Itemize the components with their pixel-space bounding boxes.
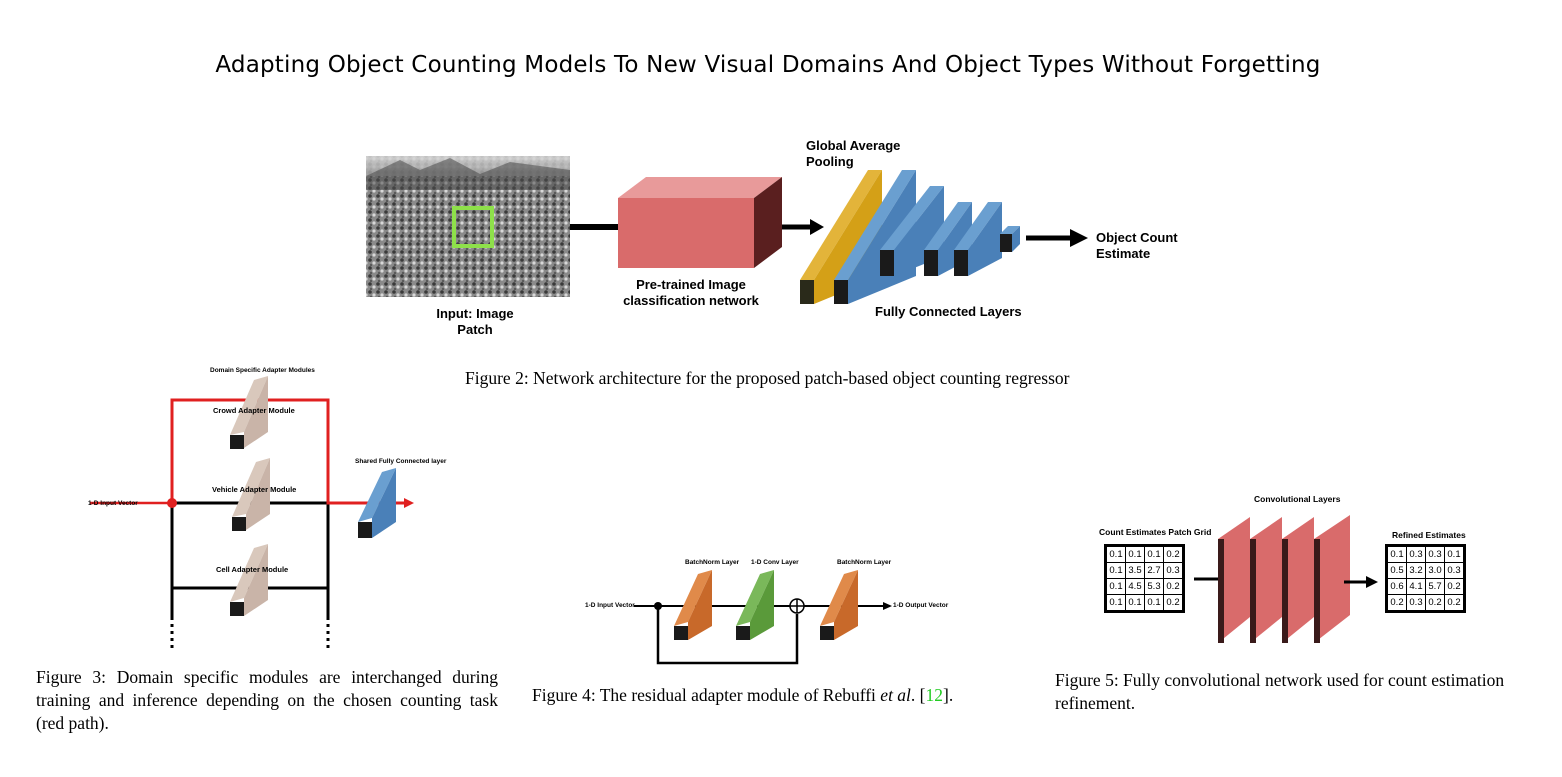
grid-cell: 3.2 bbox=[1406, 562, 1426, 579]
grid-cell: 0.1 bbox=[1106, 562, 1126, 579]
caption-italic: et al bbox=[880, 685, 911, 705]
adapter-modules-header: Domain Specific Adapter Modules bbox=[210, 367, 315, 374]
grid-cell: 0.1 bbox=[1144, 546, 1164, 563]
cell-adapter-block bbox=[230, 544, 268, 616]
fig4-batchnorm-label-2: BatchNorm Layer bbox=[837, 559, 892, 566]
figure-4-diagram bbox=[634, 570, 892, 665]
input-image-patch bbox=[366, 156, 570, 297]
grid-cell: 0.1 bbox=[1444, 546, 1464, 563]
grid-cell: 0.1 bbox=[1106, 546, 1126, 563]
gap-label: Global Average Pooling bbox=[806, 138, 901, 169]
conv-layer-1 bbox=[1218, 517, 1250, 643]
grid-cell: 0.2 bbox=[1163, 594, 1183, 611]
fc-label: Fully Connected Layers bbox=[875, 304, 1022, 319]
grid-cell: 0.2 bbox=[1444, 594, 1464, 611]
grid-cell: 0.3 bbox=[1425, 546, 1445, 563]
conv-layer-2 bbox=[1250, 517, 1282, 643]
grid-cell: 0.1 bbox=[1106, 578, 1126, 595]
grid-label: Count Estimates Patch Grid bbox=[1099, 527, 1212, 537]
page-title: Adapting Object Counting Models To New V… bbox=[215, 52, 1321, 78]
caption-text-end: ]. bbox=[943, 685, 954, 705]
caption-text-mid: . [ bbox=[910, 685, 926, 705]
pretrained-label: Pre-trained Image classification network bbox=[623, 277, 759, 308]
grid-cell: 0.2 bbox=[1163, 546, 1183, 563]
grid-cell: 0.2 bbox=[1163, 578, 1183, 595]
figure-5-conv-diagram bbox=[1194, 515, 1378, 643]
shared-fc-label: Shared Fully Connected layer bbox=[355, 458, 447, 465]
grid-cell: 0.3 bbox=[1163, 562, 1183, 579]
batchnorm-block-2 bbox=[820, 570, 858, 640]
figure-2-caption: Figure 2: Network architecture for the p… bbox=[465, 368, 1070, 388]
pretrained-network-block bbox=[618, 177, 782, 268]
grid-cell: 5.7 bbox=[1425, 578, 1445, 595]
grid-cell: 4.1 bbox=[1406, 578, 1426, 595]
conv-block bbox=[736, 570, 774, 640]
conv-layer-3 bbox=[1282, 517, 1314, 643]
fig4-batchnorm-label-1: BatchNorm Layer bbox=[685, 559, 740, 566]
vehicle-adapter-block bbox=[232, 458, 270, 531]
grid-cell: 0.3 bbox=[1406, 594, 1426, 611]
grid-cell: 2.7 bbox=[1144, 562, 1164, 579]
refined-label: Refined Estimates bbox=[1392, 530, 1466, 540]
cell-module-label: Cell Adapter Module bbox=[216, 565, 289, 574]
fig4-input-label: 1-D Input Vector bbox=[585, 602, 635, 609]
grid-cell: 0.2 bbox=[1444, 578, 1464, 595]
citation-link[interactable]: 12 bbox=[925, 685, 944, 705]
input-label: Input: Image Patch bbox=[436, 306, 514, 337]
grid-cell: 0.1 bbox=[1125, 546, 1145, 563]
crowd-adapter-block bbox=[230, 376, 268, 449]
fc-layers bbox=[834, 170, 1020, 304]
grid-cell: 0.3 bbox=[1406, 546, 1426, 563]
input-vector-label: 1-D Input Vector bbox=[88, 500, 138, 507]
grid-cell: 3.0 bbox=[1425, 562, 1445, 579]
grid-cell: 5.3 bbox=[1144, 578, 1164, 595]
figure-3-caption: Figure 3: Domain specific modules are in… bbox=[36, 667, 498, 733]
batchnorm-block-1 bbox=[674, 570, 712, 640]
grid-cell: 0.2 bbox=[1425, 594, 1445, 611]
crowd-module-label: Crowd Adapter Module bbox=[213, 406, 295, 415]
grid-cell: 0.1 bbox=[1106, 594, 1126, 611]
fig4-output-label: 1-D Output Vector bbox=[893, 602, 949, 609]
patch-selection-box bbox=[452, 206, 494, 248]
figure-2-diagram bbox=[366, 156, 1088, 304]
grid-cell: 4.5 bbox=[1125, 578, 1145, 595]
conv-layer-4 bbox=[1314, 515, 1350, 643]
caption-text: Figure 4: The residual adapter module of… bbox=[532, 685, 881, 705]
output-label: Object Count Estimate bbox=[1096, 230, 1178, 261]
conv-layers-label: Convolutional Layers bbox=[1254, 494, 1341, 504]
fig4-conv-label: 1-D Conv Layer bbox=[751, 559, 799, 566]
grid-cell: 0.1 bbox=[1144, 594, 1164, 611]
grid-cell: 0.3 bbox=[1444, 562, 1464, 579]
vehicle-module-label: Vehicle Adapter Module bbox=[212, 485, 297, 494]
figure-3-diagram bbox=[90, 376, 414, 648]
shared-fc-block bbox=[358, 468, 396, 538]
grid-cell: 3.5 bbox=[1125, 562, 1145, 579]
figure-5-caption: Figure 5: Fully convolutional network us… bbox=[1055, 670, 1505, 713]
grid-cell: 0.1 bbox=[1125, 594, 1145, 611]
figure-4-caption: Figure 4: The residual adapter module of… bbox=[532, 684, 953, 707]
